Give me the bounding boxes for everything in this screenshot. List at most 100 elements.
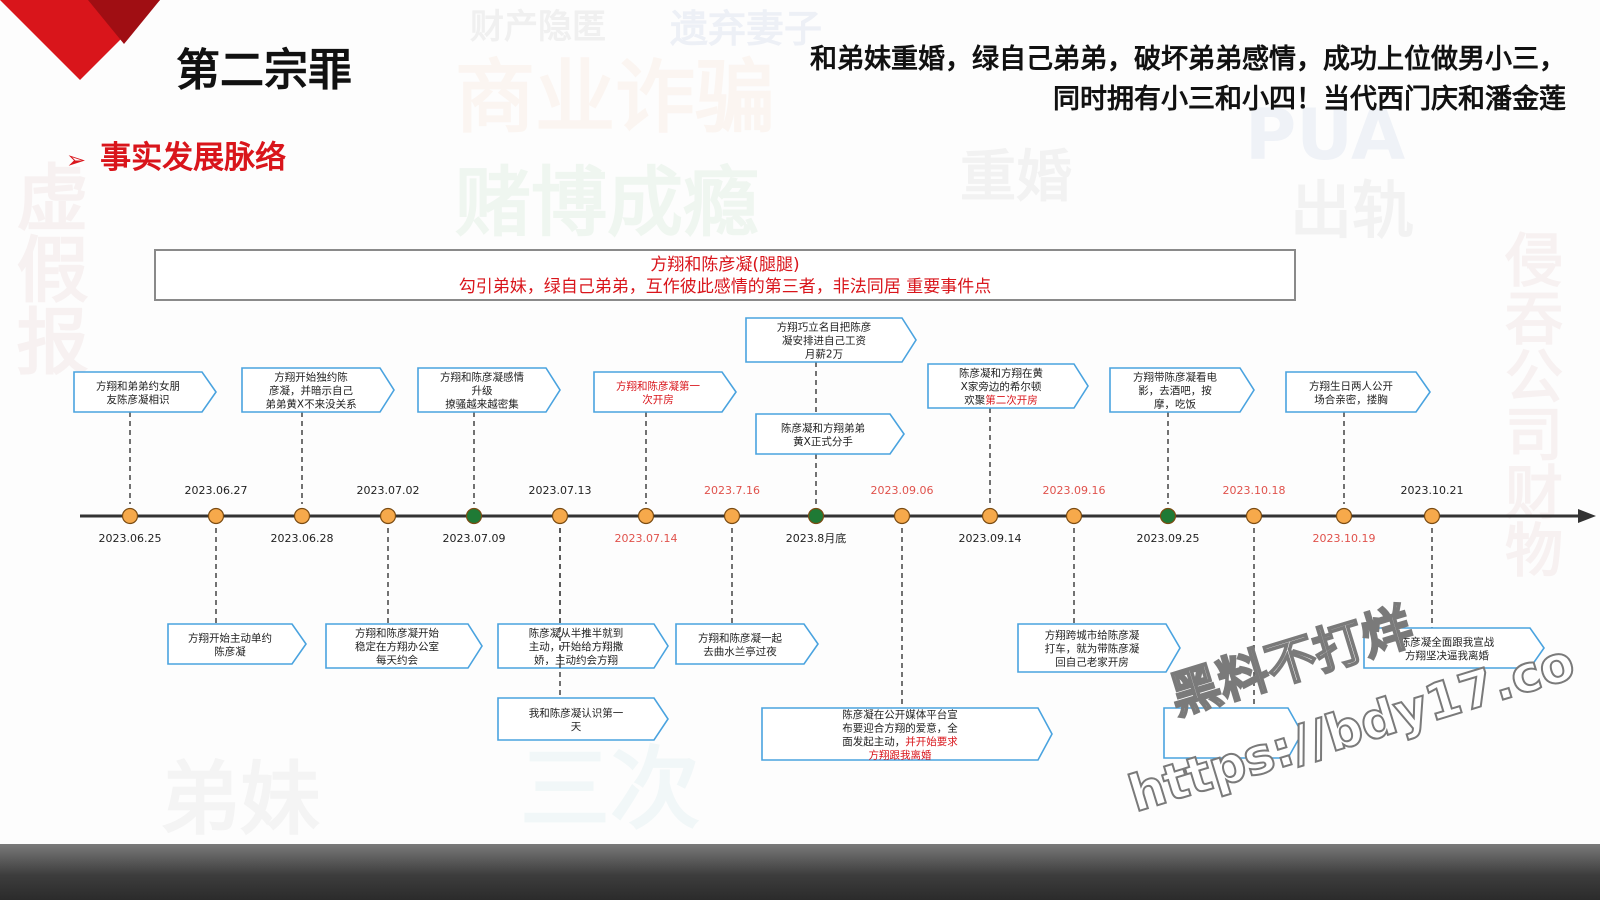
event-box [1163,707,1303,759]
event-box-text: 影，去酒吧，按 [1138,384,1212,397]
event-box-text: 去曲水兰亭过夜 [703,645,777,658]
event-box [675,623,819,665]
event-box-text: 我和陈彦凝认识第一 [529,706,624,719]
timeline-dot [207,507,225,525]
event-box-text: 次开房 [642,393,674,406]
section-header: ➢ 事实发展脉络 [66,132,286,177]
event-box [761,707,1053,761]
event-box-text: 方翔巧立名目把陈彦 [777,321,872,334]
timeline-date-label: 2023.06.28 [271,532,334,545]
event-box-text: 场合亲密，搂胸 [1314,393,1388,406]
timeline-dot [893,507,911,525]
event-box [167,623,307,665]
timeline-dot [807,507,825,525]
event-box-text: 方翔坚决逼我离婚 [1405,649,1489,662]
event-box [1285,371,1431,413]
event-box [745,317,917,363]
event-box-text: 方翔和陈彦凝一起 [698,631,782,644]
timeline-date-label: 2023.07.14 [615,532,678,545]
event-box-text: X家旁边的希尔顿 [961,380,1042,393]
timeline-dot [1335,507,1353,525]
event-box-text: 天 [571,721,582,733]
timeline-dot [1065,507,1083,525]
timeline-date-label: 2023.09.16 [1043,484,1106,497]
axis-arrow-icon [1578,509,1596,523]
timeline-date-label: 2023.06.25 [99,532,162,545]
timeline-dot [981,507,999,525]
corner-decoration [0,0,160,80]
timeline-dot [637,507,655,525]
event-box-text: 陈彦凝在公开媒体平台宣 [842,708,958,721]
timeline-dot [121,507,139,525]
timeline-date-label: 2023.09.06 [871,484,934,497]
event-box-text: 方翔生日两人公开 [1309,379,1393,392]
summary-box-title: 方翔和陈彦凝(腿腿) [650,255,800,275]
event-box-text: 主动，开始给方翔撒 [529,640,624,653]
timeline-date-label: 2023.09.25 [1137,532,1200,545]
event-box [497,697,669,741]
event-box-text: 方翔开始独约陈 [274,371,348,384]
event-box [417,367,561,413]
event-box-text: 娇，主动约会方翔 [534,654,618,667]
timeline-date-label: 2023.07.02 [357,484,420,497]
event-box-text: 每天约会 [376,654,418,667]
event-box [1109,367,1255,413]
event-box-text: 弟弟黄X不来没关系 [265,398,356,411]
event-box [755,413,905,455]
summary-box: 方翔和陈彦凝(腿腿) 勾引弟妹，绿自己弟弟，互作彼此感情的第三者，非法同居 重要… [154,249,1296,301]
event-box-text: 方翔和弟弟约女朋 [96,379,180,392]
event-box [497,623,669,669]
event-box-text: 方翔和陈彦凝开始 [355,627,439,640]
event-box-text: 面发起主动，并开始要求 [842,735,958,748]
slide-title: 第二宗罪 [176,45,352,96]
timeline-dot [293,507,311,525]
event-box-text: 友陈彦凝相识 [107,393,170,406]
event-box-text: 方翔开始主动单约 [188,631,272,644]
event-box-text: 方翔跨城市给陈彦凝 [1045,629,1140,642]
event-box-text: 黄X正式分手 [793,435,853,448]
event-box-text: 陈彦凝全面跟我宣战 [1400,635,1495,648]
section-header-text: 事实发展脉络 [100,140,287,176]
slide-subtitle: 和弟妹重婚，绿自己弟弟，破坏弟弟感情，成功上位做男小三，同时拥有小三和小四！当代… [810,44,1566,115]
timeline-dot [723,507,741,525]
event-box-text: 方翔带陈彦凝看电 [1133,371,1217,384]
event-box [73,371,217,413]
timeline-dot [1245,507,1263,525]
timeline-date-label: 2023.10.21 [1401,484,1464,497]
event-box-text: 打车，就为带陈彦凝 [1045,642,1140,655]
event-box-text: 彦凝，并暗示自己 [269,384,353,397]
timeline-dot [465,507,483,525]
timeline-date-label: 2023.06.27 [185,484,248,497]
timeline-date-label: 2023.09.14 [959,532,1022,545]
event-box-text: 布要迎合方翔的爱意，全 [842,721,958,734]
timeline-date-label: 2023.07.13 [529,484,592,497]
event-box-text: 陈彦凝从半推半就到 [529,627,624,640]
event-box-text: 凝安排进自己工资 [782,334,866,347]
event-box-text: 升级 [472,385,493,397]
event-box [927,363,1089,409]
bullet-arrow-icon: ➢ [66,146,87,174]
event-box-text: 陈彦凝和方翔弟弟 [781,421,865,434]
timeline-date-label: 2023.10.19 [1313,532,1376,545]
timeline-dot [551,507,569,525]
timeline-date-label: 2023.8月底 [786,531,847,545]
event-box-text: 方翔和陈彦凝第一 [616,379,700,392]
event-box-text: 摩，吃饭 [1154,398,1196,411]
timeline-date-label: 2023.7.16 [704,484,760,497]
event-box-text: 回自己老家开房 [1055,656,1129,669]
event-box-text: 方翔跟我离婚 [869,748,932,761]
timeline-dot [1423,507,1441,525]
timeline-date-label: 2023.10.18 [1223,484,1286,497]
event-box [1017,623,1181,673]
event-box-text: 欢聚第二次开房 [964,394,1038,407]
timeline-dot [1159,507,1177,525]
event-box [1363,627,1545,669]
event-box-text: 撩骚越来越密集 [445,398,519,411]
timeline-dot [379,507,397,525]
event-box-text: 陈彦凝和方翔在黄 [959,367,1043,380]
event-box [325,623,483,669]
event-box-text: 稳定在方翔办公室 [355,640,439,653]
event-box [593,371,737,413]
